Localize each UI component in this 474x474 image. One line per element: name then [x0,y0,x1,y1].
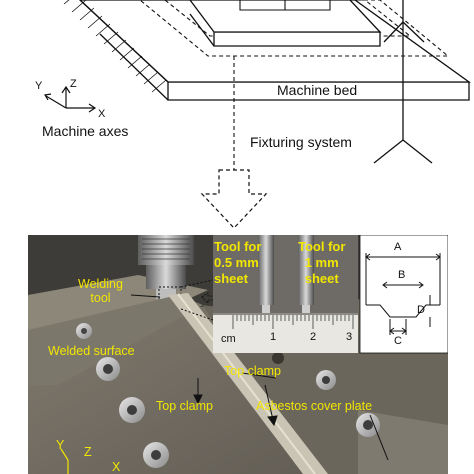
top-clamp-label-lower: Top clamp [156,399,213,413]
axis-x-label: X [98,108,106,120]
fixturing-system-label: Fixturing system [250,134,352,150]
top-clamp-label-upper: Top clamp [224,364,281,378]
axis-z-label: Z [70,78,77,90]
asbestos-cover-plate-label: Asbestos cover plate [256,399,373,413]
dim-a-label: A [394,241,402,253]
photo-axes-icon [60,448,69,474]
photo-axis-y: Y [56,438,65,452]
clamp-bolts [76,323,380,468]
photo-axis-z: Z [84,445,92,459]
ruler-tick-3: 3 [346,331,353,343]
bed-hatching [63,0,167,93]
inset-connector [180,279,214,321]
welded-surface-label: Welded surface [48,344,135,358]
welding-tool-label: Welding tool [78,277,123,305]
zoom-arrow-icon [200,169,268,229]
ruler-tick-1: 1 [270,331,277,343]
ruler-tick-2: 2 [310,331,317,343]
photo-leader-lines [130,294,389,461]
tool-inset [213,235,448,354]
photo-axis-x: X [112,460,121,474]
machine-axes-icon [44,85,97,113]
dim-b-label: B [398,269,406,281]
machine-bed-label: Machine bed [277,82,358,98]
inner-plate [239,0,331,11]
dim-d-label: D [417,304,425,316]
tool-1mm-label: Tool for 1 mm sheet [298,239,346,286]
dim-c-label: C [394,335,402,347]
tool-dimension-diagram [365,253,441,335]
top-plate [189,0,382,47]
ruler-ticks [232,315,354,329]
fixture-dashed-outline [139,0,450,57]
photo-scene [28,235,448,474]
fixture-photo: Welding tool Welded surface Top clamp To… [28,235,448,474]
ruler-unit-label: cm [221,333,236,345]
axis-y-label: Y [35,80,43,92]
stick-figure-icon [373,0,433,164]
fixturing-schematic [44,0,472,229]
machine-axes-label: Machine axes [42,123,129,139]
tool-05mm-label: Tool for 0.5 mm sheet [214,239,262,286]
